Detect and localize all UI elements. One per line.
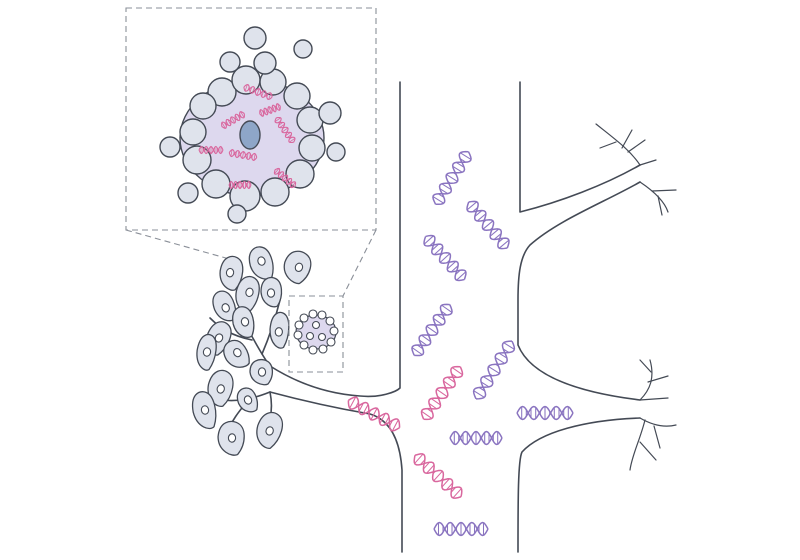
cell [269,311,290,349]
dna-helix-icon [228,149,258,161]
cell [223,339,250,368]
dna-helix-icon [472,340,516,400]
dna-helix-icon [274,116,296,144]
dna-fragments [347,150,574,537]
dna-helix-icon [516,405,574,421]
cell-nucleus [294,262,304,273]
zoom-inset [125,7,377,297]
branch-lower-right [629,359,677,471]
dna-helix-icon [411,303,453,357]
branch-upper-right [595,123,677,216]
cell-nucleus [243,395,253,405]
cell-nucleus [274,327,283,337]
cell-nucleus [216,384,225,394]
cell [219,255,244,291]
nucleus [239,120,261,150]
cell [260,276,283,308]
cell [212,290,237,322]
vessel-wall-left [269,81,401,398]
dna-helix-icon [466,200,510,250]
zoom-line-right [342,229,377,297]
cell-nucleus [240,317,250,327]
vessel-wall-right-low [517,417,641,553]
dna-helix-icon [432,150,472,206]
cell-nucleus [200,405,210,415]
cell [256,411,284,449]
dna-helix-icon [273,167,297,189]
cell [217,420,245,456]
dna-helix-icon [433,521,489,537]
cell-nucleus [257,367,267,377]
vessel-wall-left-lower [269,391,403,553]
cell-nucleus [266,288,276,298]
vessel-wall-right-mid [517,181,641,401]
dna-helix-icon [228,180,252,190]
cell [232,306,255,339]
dna-helix-icon [347,396,401,432]
dna-helix-icon [420,365,464,421]
cell-nucleus [202,347,212,357]
zoom-line-left [125,229,241,263]
vessel-wall-right [519,81,641,213]
cell-nucleus [227,433,237,443]
cell-nucleus [221,303,230,313]
dna-helix-icon [198,145,224,155]
inset-dna-fragments [198,84,297,190]
cell-nucleus [245,287,254,298]
cell-nucleus [257,256,266,266]
cell-cluster [191,246,312,456]
cell-nucleus [265,426,274,436]
cell [249,359,273,386]
inset-panel [125,7,377,231]
cell [196,333,217,371]
vesicle-cluster-box [288,295,344,373]
dna-helix-icon [449,430,503,446]
vesicle-ring [159,26,346,224]
cell [283,250,312,285]
dna-helix-icon [423,234,467,282]
cell-nucleus [225,267,235,278]
dna-helix-icon [413,453,463,499]
cell-nucleus [214,333,224,343]
dna-helix-icon [221,111,245,129]
cell [191,391,217,430]
cell [248,246,274,280]
dna-helix-icon [259,103,281,117]
cell-nucleus [233,348,242,358]
dna-helix-icon [243,84,273,100]
vesicle-cluster-small [288,295,344,373]
cell [236,387,258,413]
